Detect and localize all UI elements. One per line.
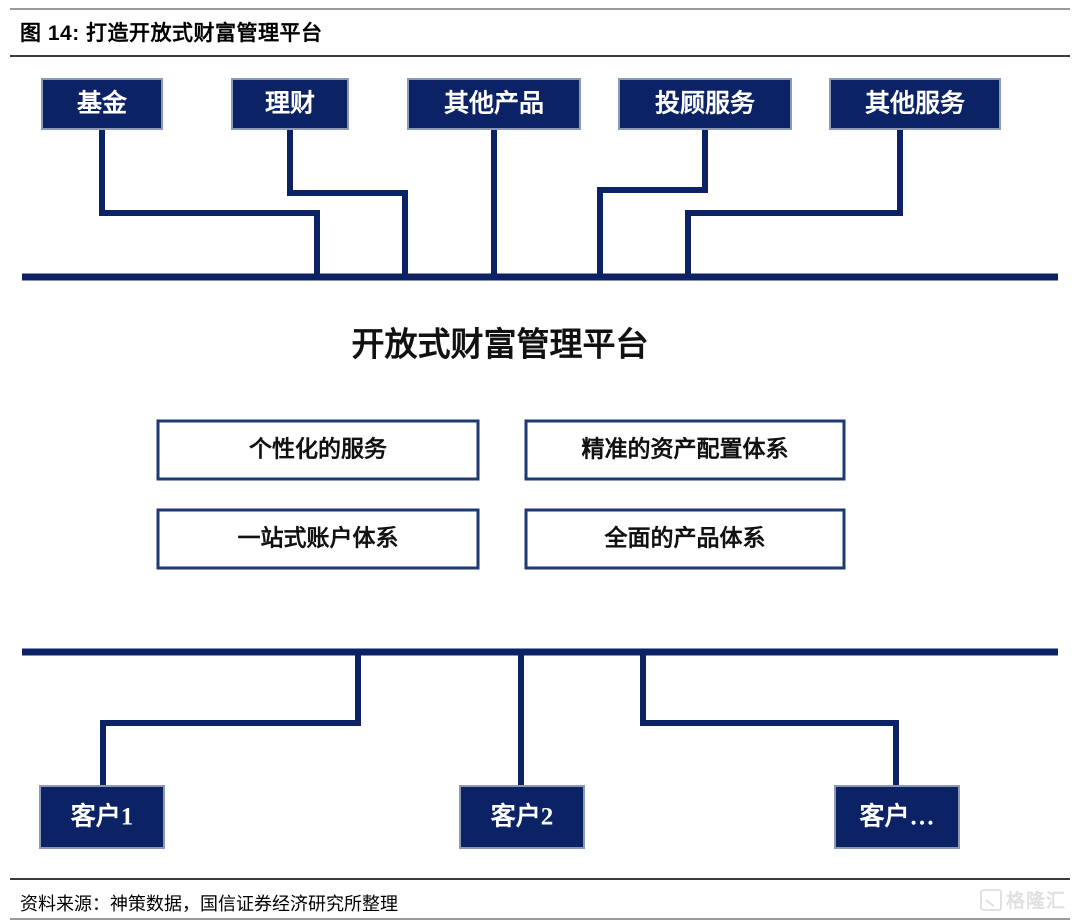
capability-asset-allocation[interactable]: 精准的资产配置体系 [524,419,846,481]
watermark-label: 格隆汇 [1005,891,1066,912]
connector-advisory [597,129,708,277]
node-other-products-label: 其他产品 [444,89,544,118]
gelonghui-logo-icon [979,888,1002,911]
capability-label-1: 精准的资产配置体系 [582,435,789,461]
node-customer-1-label: 客户1 [71,802,134,831]
customers-row: 客户1 客户2 客户… [39,785,960,849]
capability-label-0: 个性化的服务 [249,435,388,461]
node-wealth-label: 理财 [265,90,315,118]
node-customer-3[interactable]: 客户… [834,785,960,849]
diagram-canvas: 基金 理财 其他产品 投顾服务 其他服务 开放式财富管理平台 [22,78,1058,849]
connector-other-services [685,129,903,277]
product-connectors [99,129,903,277]
capability-label-3: 全面的产品体系 [604,524,766,550]
node-fund[interactable]: 基金 [41,78,163,130]
source-note: 资料来源：神策数据，国信证券经济研究所整理 [20,894,398,914]
node-advisory-label: 投顾服务 [655,89,755,118]
connector-customer-1 [100,652,361,786]
node-customer-2-label: 客户2 [491,802,554,831]
header-rule-top [10,8,1070,10]
footer-rule-bottom [10,918,1070,920]
capability-full-product-system[interactable]: 全面的产品体系 [524,508,846,570]
node-customer-3-label: 客户… [859,802,934,831]
watermark: 格隆汇 [979,886,1066,913]
customer-connectors [100,652,899,786]
page-title: 图 14: 打造开放式财富管理平台 [20,22,323,45]
node-other-services-label: 其他服务 [865,89,965,118]
capability-personalized-service[interactable]: 个性化的服务 [156,419,480,481]
node-other-services[interactable]: 其他服务 [829,78,1001,130]
footer-rule [10,878,1070,880]
node-fund-label: 基金 [77,89,128,118]
connector-wealth [287,129,408,277]
connector-fund [99,129,320,277]
products-row: 基金 理财 其他产品 投顾服务 其他服务 [41,78,1001,130]
connector-customer-3 [640,652,899,786]
node-wealth[interactable]: 理财 [231,78,349,130]
capabilities-grid: 个性化的服务 精准的资产配置体系 一站式账户体系 全面的产品体系 [156,419,846,570]
header-rule-bottom [10,55,1070,57]
capability-one-stop-account[interactable]: 一站式账户体系 [156,508,480,570]
node-other-products[interactable]: 其他产品 [407,78,581,130]
platform-center-title: 开放式财富管理平台 [352,326,649,364]
capability-label-2: 一站式账户体系 [238,524,399,550]
node-customer-1[interactable]: 客户1 [39,785,165,849]
node-advisory[interactable]: 投顾服务 [618,78,792,130]
node-customer-2[interactable]: 客户2 [459,785,585,849]
